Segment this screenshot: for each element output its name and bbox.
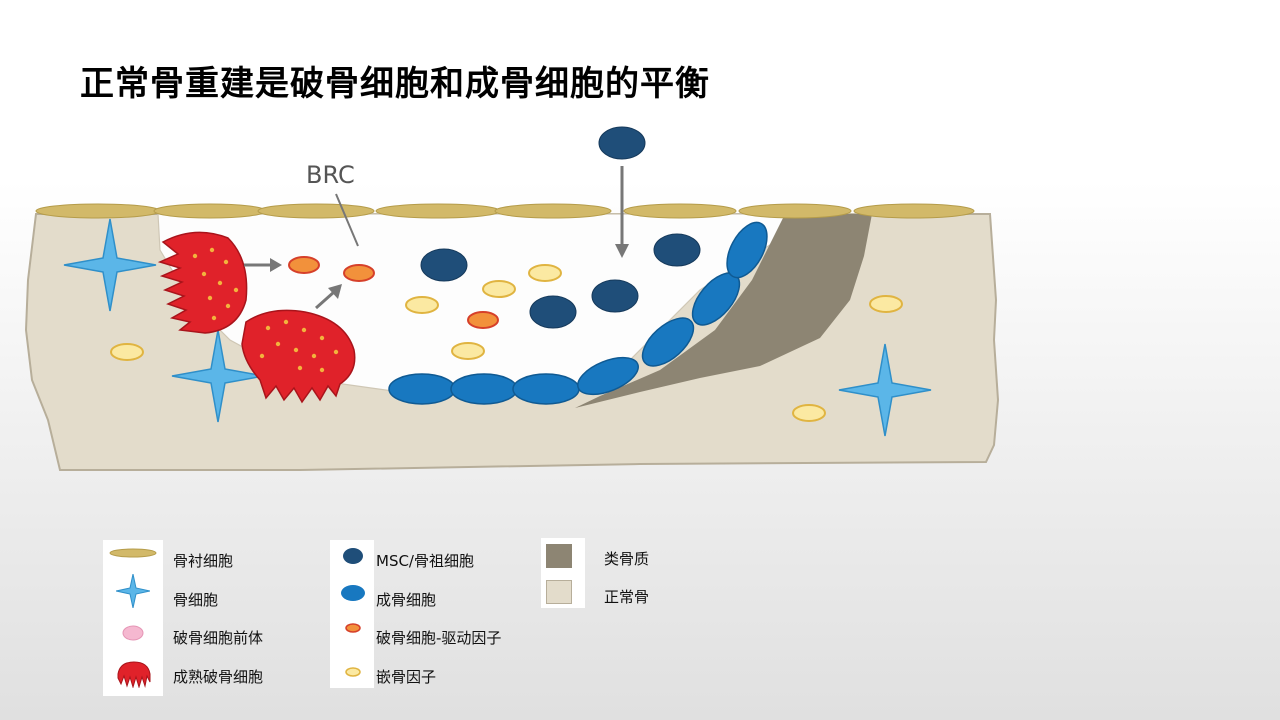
bone-lining-cells [35,203,975,219]
brc-label: BRC [306,161,355,189]
mature-osteoclasts [157,231,356,404]
legend-label-osteoid: 类骨质 [604,550,650,568]
osteoid-swatch-icon [546,544,572,568]
msc-icon [343,548,363,564]
legend-label-msc: MSC/骨祖细胞 [376,552,474,570]
legend-label-mature-osteoclast: 成熟破骨细胞 [173,668,264,686]
legend-label-normal-bone: 正常骨 [604,588,650,606]
osteoblast-icon [341,585,365,601]
osteocyte-star-icon [116,574,150,608]
mature-osteoclast-icon [117,661,151,688]
legend-label-osteocyte: 骨细胞 [173,591,219,609]
lining-cell-icon [109,548,157,558]
legend-label-driving-factor: 破骨细胞-驱动因子 [376,629,502,647]
osteoblast-cells [388,221,768,405]
legend-column-2-icons [330,540,374,688]
embedded-bone-factor-icon [345,667,361,677]
legend-label-osteoclast-precursor: 破骨细胞前体 [173,629,264,647]
legend-label-lining-cell: 骨衬细胞 [173,552,234,570]
msc-progenitor-cells [420,126,701,329]
legend-label-osteoblast: 成骨细胞 [376,591,437,609]
osteoclast-precursor-icon [122,625,144,641]
osteoclast-driving-factors [288,256,499,329]
legend-label-embedded-factor: 嵌骨因子 [376,668,437,686]
embedded-bone-factors [110,264,903,422]
normal-bone-swatch-icon [546,580,572,604]
page-title: 正常骨重建是破骨细胞和成骨细胞的平衡 [80,64,710,104]
osteoid-region [575,214,872,408]
process-arrows [244,166,629,310]
osteoclast-driving-factor-icon [345,623,361,633]
